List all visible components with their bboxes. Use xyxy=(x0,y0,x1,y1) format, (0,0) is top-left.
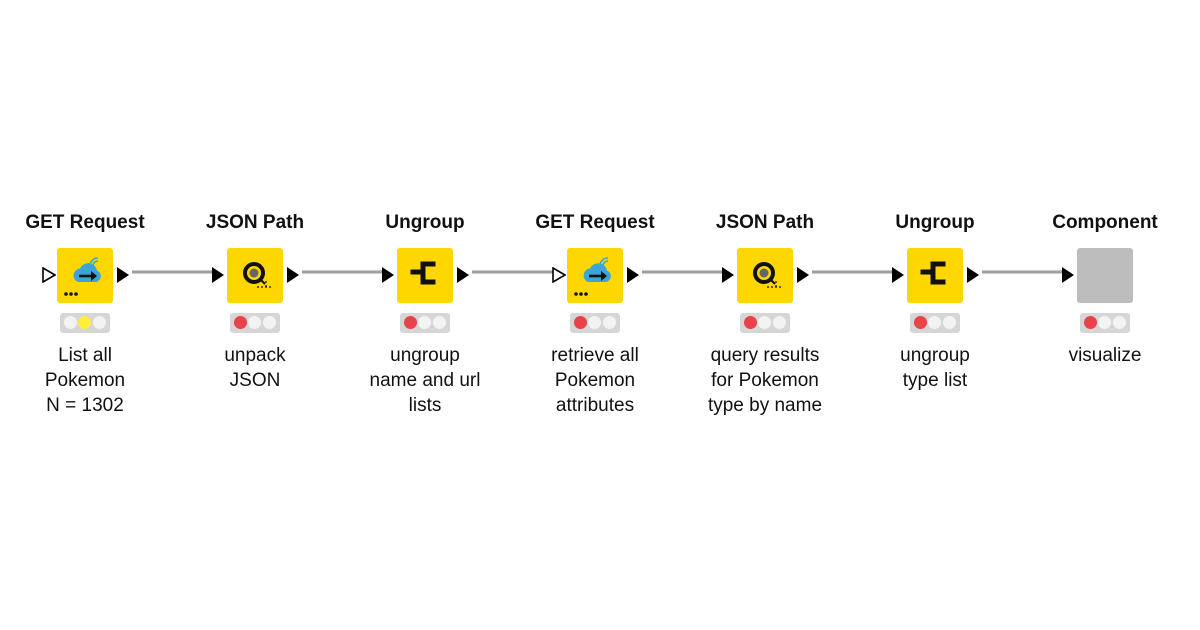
node-body[interactable] xyxy=(907,248,963,303)
node-body[interactable] xyxy=(567,248,623,303)
status-traffic-light xyxy=(230,313,280,333)
node-title: GET Request xyxy=(25,212,145,233)
node-ungroup-1[interactable]: Ungroup ungroup name and url lists xyxy=(340,210,510,430)
node-ungroup-2[interactable]: Ungroup ungroup type list xyxy=(850,210,1020,430)
status-light-yellow xyxy=(418,316,431,329)
component-icon[interactable] xyxy=(1077,248,1133,303)
ungroup-icon xyxy=(920,261,946,285)
node-description[interactable]: retrieve all Pokemon attributes xyxy=(510,343,680,418)
description-line: for Pokemon xyxy=(711,370,819,391)
input-port[interactable] xyxy=(892,267,904,283)
description-line: List all xyxy=(58,345,112,366)
description-line: retrieve all xyxy=(551,345,639,366)
status-traffic-light xyxy=(400,313,450,333)
node-description[interactable]: List all Pokemon N = 1302 xyxy=(0,343,170,418)
status-light-yellow xyxy=(78,316,91,329)
status-traffic-light xyxy=(1080,313,1130,333)
input-port[interactable] xyxy=(382,267,394,283)
description-line: name and url xyxy=(369,370,481,391)
input-port-flow-variable[interactable] xyxy=(42,267,56,283)
status-light-yellow xyxy=(1098,316,1111,329)
description-line: ungroup xyxy=(900,345,970,366)
input-port[interactable] xyxy=(722,267,734,283)
output-port[interactable] xyxy=(287,267,299,283)
node-get-request-2[interactable]: GET Request retrieve all Pokemon xyxy=(510,210,680,430)
ungroup-icon xyxy=(410,261,436,285)
output-port[interactable] xyxy=(457,267,469,283)
status-light-red xyxy=(914,316,927,329)
status-light-green xyxy=(433,316,446,329)
status-light-green xyxy=(263,316,276,329)
node-title: Ungroup xyxy=(385,212,465,233)
node-title: JSON Path xyxy=(715,212,815,233)
description-line: JSON xyxy=(229,370,281,391)
description-line: Pokemon xyxy=(554,370,636,391)
description-line: lists xyxy=(408,395,442,416)
json-path-icon xyxy=(753,262,781,288)
status-traffic-light xyxy=(910,313,960,333)
status-light-red xyxy=(64,316,77,329)
node-title: GET Request xyxy=(535,212,655,233)
status-light-red xyxy=(574,316,587,329)
status-light-green xyxy=(603,316,616,329)
status-traffic-light xyxy=(60,313,110,333)
node-json-path-2[interactable]: JSON Path query results for Pokemon type… xyxy=(680,210,850,430)
node-description[interactable]: visualize xyxy=(1020,343,1190,368)
node-description[interactable]: query results for Pokemon type by name xyxy=(680,343,850,418)
node-component[interactable]: Component visualize xyxy=(1020,210,1190,430)
status-light-green xyxy=(1113,316,1126,329)
output-port[interactable] xyxy=(967,267,979,283)
node-body[interactable] xyxy=(57,248,113,303)
status-light-green xyxy=(943,316,956,329)
input-port[interactable] xyxy=(1062,267,1074,283)
status-light-yellow xyxy=(588,316,601,329)
status-light-green xyxy=(773,316,786,329)
output-port[interactable] xyxy=(797,267,809,283)
output-port[interactable] xyxy=(627,267,639,283)
node-get-request-1[interactable]: GET Request List all Pokemon xyxy=(0,210,170,430)
cloud-request-icon xyxy=(64,257,101,296)
description-line: type list xyxy=(902,370,968,391)
node-title: Ungroup xyxy=(895,212,975,233)
description-line: Pokemon xyxy=(44,370,126,391)
node-title: JSON Path xyxy=(205,212,305,233)
status-light-green xyxy=(93,316,106,329)
status-light-red xyxy=(404,316,417,329)
node-description[interactable]: ungroup name and url lists xyxy=(340,343,510,418)
node-body[interactable] xyxy=(397,248,453,303)
node-body[interactable] xyxy=(737,248,793,303)
node-body[interactable] xyxy=(227,248,283,303)
node-title: Component xyxy=(1052,212,1158,233)
status-light-yellow xyxy=(758,316,771,329)
description-line: ungroup xyxy=(390,345,460,366)
status-light-red xyxy=(1084,316,1097,329)
description-line: attributes xyxy=(555,395,635,416)
description-line: query results xyxy=(710,345,820,366)
status-traffic-light xyxy=(740,313,790,333)
description-line: N = 1302 xyxy=(46,395,124,416)
status-light-yellow xyxy=(928,316,941,329)
status-light-red xyxy=(234,316,247,329)
json-path-icon xyxy=(243,262,271,288)
input-port-flow-variable[interactable] xyxy=(552,267,566,283)
input-port[interactable] xyxy=(212,267,224,283)
cloud-request-icon xyxy=(574,257,611,296)
description-line: unpack xyxy=(224,345,286,366)
description-line: visualize xyxy=(1068,345,1142,366)
status-traffic-light xyxy=(570,313,620,333)
description-line: type by name xyxy=(707,395,823,416)
status-light-yellow xyxy=(248,316,261,329)
node-description[interactable]: ungroup type list xyxy=(850,343,1020,393)
node-description[interactable]: unpack JSON xyxy=(170,343,340,393)
node-json-path-1[interactable]: JSON Path unpack JSON xyxy=(170,210,340,430)
output-port[interactable] xyxy=(117,267,129,283)
status-light-red xyxy=(744,316,757,329)
